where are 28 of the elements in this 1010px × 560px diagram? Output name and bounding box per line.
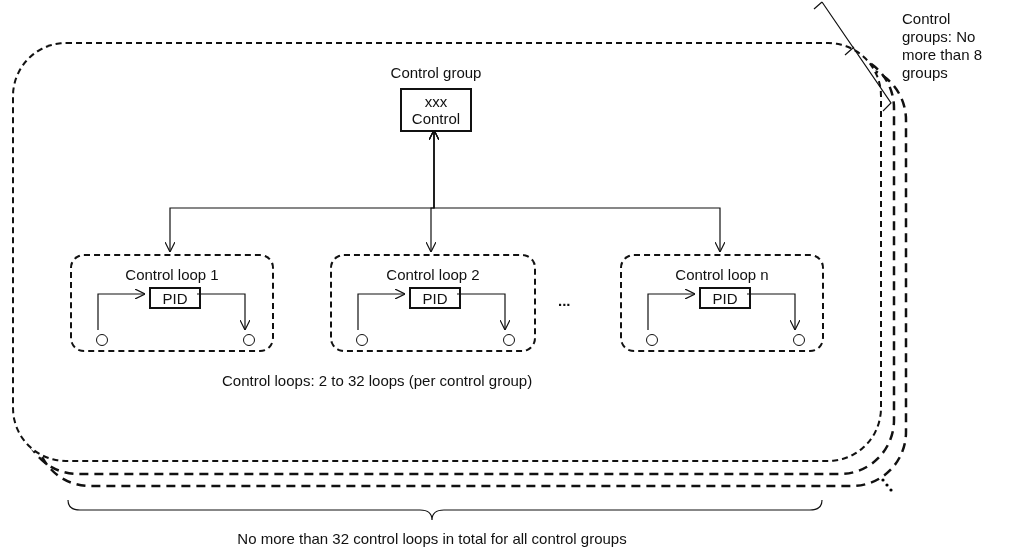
terminal-circle	[96, 334, 108, 346]
loop-title: Control loop n	[674, 266, 770, 283]
arrow	[428, 129, 726, 253]
process-box: xxx Control	[400, 88, 472, 132]
loop-title: Control loop 2	[385, 266, 481, 283]
arrow	[647, 288, 696, 331]
arrow	[746, 293, 801, 331]
note-text: No more than 32 control loops in total for all control groups	[236, 530, 628, 548]
terminal-circle	[793, 334, 805, 346]
ellipsis-text: ...	[558, 292, 571, 310]
arrow	[196, 293, 251, 331]
loop-title: Control loop 1	[124, 266, 220, 283]
arrow	[456, 293, 511, 331]
terminal-circle	[646, 334, 658, 346]
arrow	[357, 288, 406, 331]
terminal-circle	[503, 334, 515, 346]
process-box: PID	[409, 287, 461, 309]
note-text: Control groups: No more than 8 groups	[902, 10, 984, 82]
loop-dashed-box	[330, 254, 536, 352]
loop-dashed-box	[620, 254, 824, 352]
caption-text: Control loops: 2 to 32 loops (per control group)	[222, 372, 533, 389]
arrow	[97, 288, 146, 331]
terminal-circle	[243, 334, 255, 346]
process-box: PID	[149, 287, 201, 309]
heading-text: Control group	[389, 64, 483, 81]
terminal-circle	[356, 334, 368, 346]
loop-dashed-box	[70, 254, 274, 352]
process-box: PID	[699, 287, 751, 309]
